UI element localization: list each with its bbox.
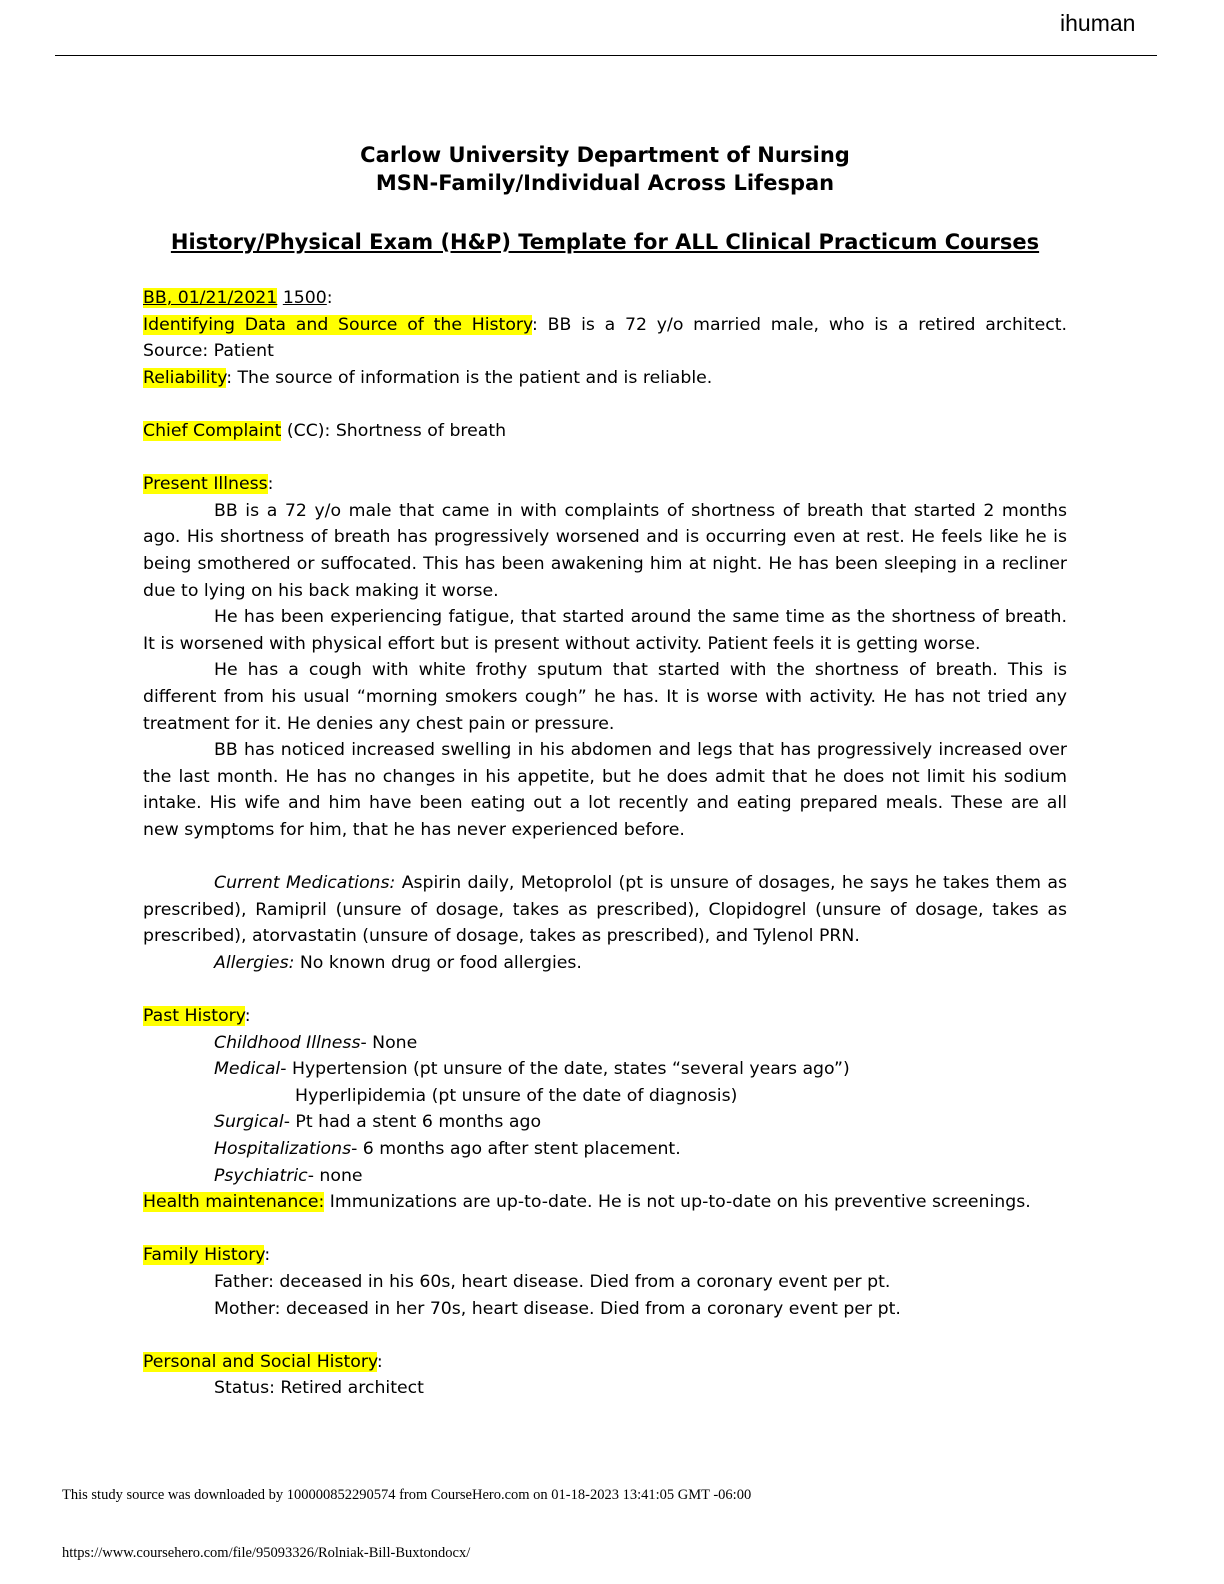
past-history-label: Past History [143,1006,245,1027]
family-mother-line: Mother: deceased in her 70s, heart disea… [214,1298,901,1319]
family-history-label: Family History [143,1245,265,1266]
medications-line: Current Medications: Aspirin daily, Meto… [214,873,1067,894]
present-illness-line: due to lying on his back making it worse… [143,580,499,601]
identifying-label: Identifying Data and Source of the Histo… [143,314,532,335]
header-rule [55,55,1157,56]
allergies-label: Allergies: [214,952,295,973]
present-illness-line: BB has noticed increased swelling in his… [214,740,1067,761]
present-illness-line: He has been experiencing fatigue, that s… [214,607,1067,628]
present-illness-label: Present Illness [143,474,268,495]
identifying-source: Source: Patient [143,341,274,362]
past-history-heading: Past History: [143,1006,251,1027]
template-title: History/Physical Exam (H&P) Template for… [170,230,1040,254]
health-maintenance-line: Health maintenance: Immunizations are up… [143,1192,1031,1213]
health-maintenance-label: Health maintenance: [143,1192,325,1213]
program-title: MSN-Family/Individual Across Lifespan [375,171,835,195]
identifying-line: Identifying Data and Source of the Histo… [143,312,1067,339]
medical-history-line: Hyperlipidemia (pt unsure of the date of… [295,1085,738,1106]
institution-title: Carlow University Department of Nursing [360,143,850,167]
medications-line: prescribed), atorvastatin (unsure of dos… [143,926,860,947]
chief-complaint-line: Chief Complaint (CC): Shortness of breat… [143,418,1067,445]
reliability-label: Reliability [143,367,227,388]
document-body: BB, 01/21/2021 1500: Identifying Data an… [143,285,1067,1402]
chief-complaint-label: Chief Complaint [143,420,282,441]
medications-label: Current Medications: [214,873,396,894]
source-url[interactable]: https://www.coursehero.com/file/95093326… [62,1545,471,1561]
childhood-illness-line: Childhood Illness- None [214,1032,418,1053]
present-illness-line: BB is a 72 y/o male that came in with co… [214,500,1067,521]
social-history-label: Personal and Social History [143,1351,377,1372]
social-history-heading: Personal and Social History: [143,1351,383,1372]
medications-line: prescribed), Ramipril (unsure of dosage,… [143,899,1067,920]
header-tag: ihuman [1060,10,1136,36]
present-illness-line: new symptoms for him, that he has never … [143,819,685,840]
present-illness-line: being smothered or suffocated. This has … [143,553,1067,574]
visit-line: BB, 01/21/2021 1500: [143,288,333,308]
present-illness-line: ago. His shortness of breath has progres… [143,527,1067,548]
surgical-history-line: Surgical- Pt had a stent 6 months ago [214,1112,542,1133]
present-illness-line: intake. His wife and him have been eatin… [143,793,1067,814]
download-note: This study source was downloaded by 1000… [62,1487,752,1503]
present-illness-line: He has a cough with white frothy sputum … [214,660,1067,681]
present-illness-line: the last month. He has no changes in his… [143,766,1067,787]
present-illness-heading: Present Illness: [143,474,274,495]
present-illness-line: treatment for it. He denies any chest pa… [143,713,615,734]
present-illness-line: It is worsened with physical effort but … [143,633,981,654]
visit-patient-date: BB, 01/21/2021 [143,288,278,308]
family-father-line: Father: deceased in his 60s, heart disea… [214,1271,891,1292]
chief-complaint-text: (CC): Shortness of breath [281,420,507,441]
psychiatric-line: Psychiatric- none [214,1165,363,1186]
present-illness-line: different from his usual “morning smoker… [143,686,1067,707]
reliability-text: : The source of information is the patie… [226,367,713,388]
social-status-line: Status: Retired architect [214,1378,424,1399]
medical-history-line: Medical- Hypertension (pt unsure of the … [214,1059,850,1080]
hospitalizations-line: Hospitalizations- 6 months ago after ste… [214,1139,681,1159]
visit-time: 1500 [282,288,327,308]
allergies-line: Allergies: No known drug or food allergi… [214,952,582,973]
family-history-heading: Family History: [143,1245,271,1266]
identifying-text: : BB is a 72 y/o married male, who is a … [531,314,1067,335]
reliability-line: Reliability: The source of information i… [143,365,1067,392]
